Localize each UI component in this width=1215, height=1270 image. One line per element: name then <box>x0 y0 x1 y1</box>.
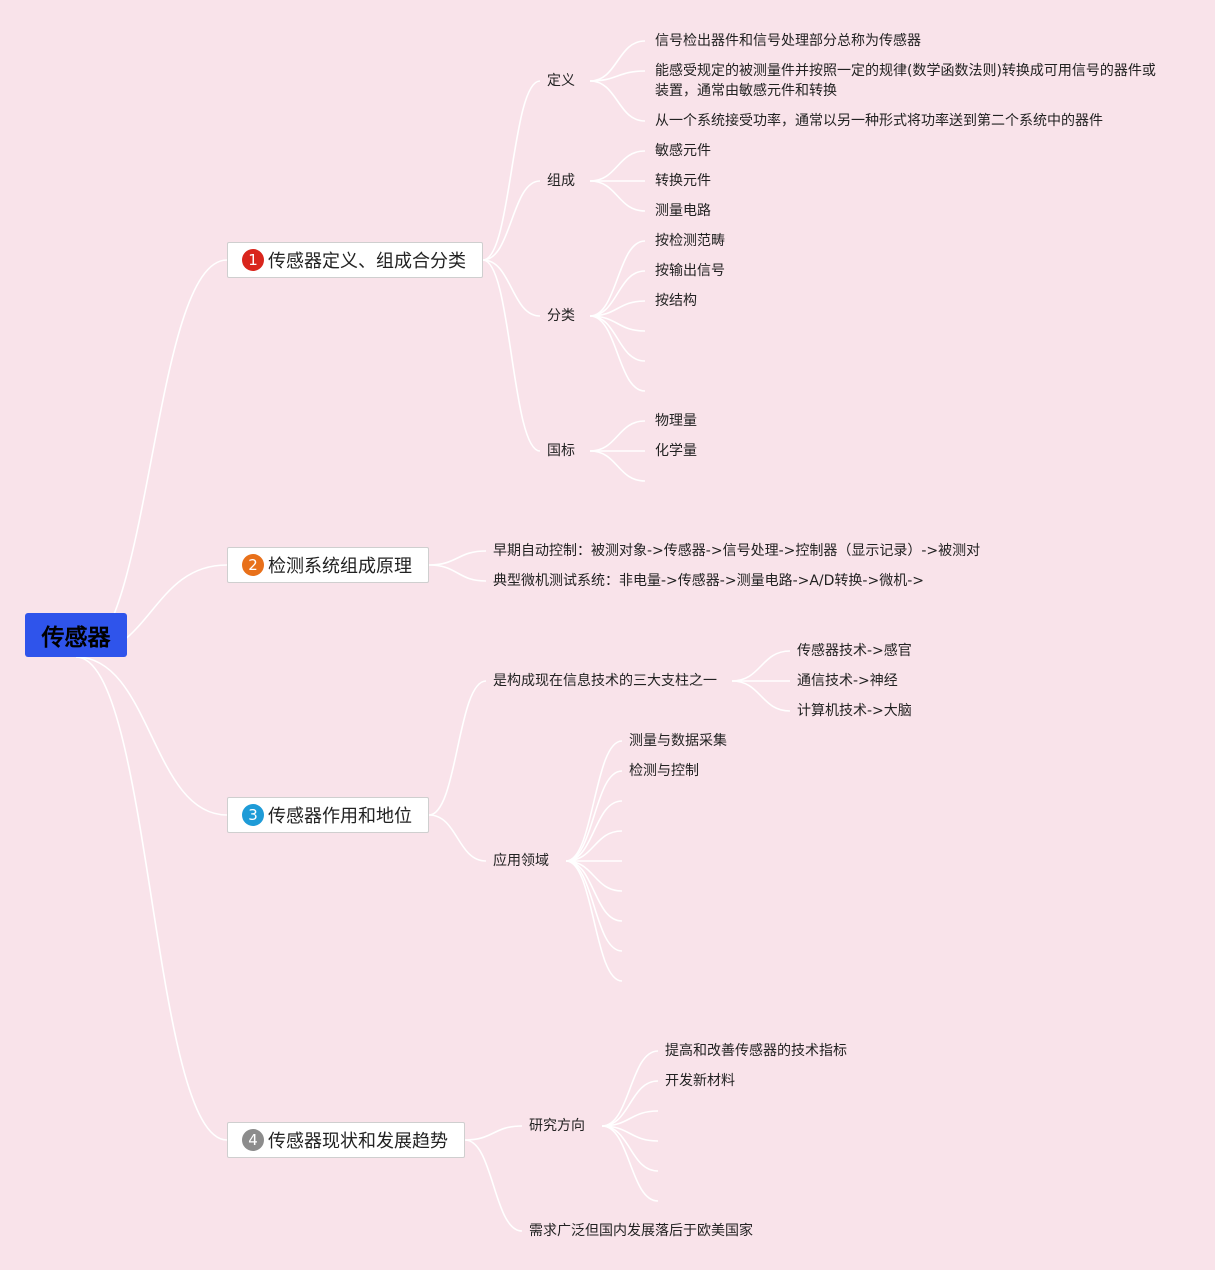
leaf-node[interactable]: 化学量 <box>655 443 697 459</box>
branch-role-position[interactable]: 3 传感器作用和地位 <box>227 797 429 833</box>
node-to-leaf-line <box>589 420 646 452</box>
node-classification[interactable]: 分类 <box>547 308 575 324</box>
branch-to-node-line <box>428 814 487 862</box>
node-three-pillars[interactable]: 是构成现在信息技术的三大支柱之一 <box>493 673 717 689</box>
branch-to-node-line <box>482 259 541 452</box>
node-to-leaf-line <box>589 240 646 317</box>
node-national-standard[interactable]: 国标 <box>547 443 575 459</box>
leaf-node[interactable]: 提高和改善传感器的技术指标 <box>665 1043 847 1059</box>
leaf-node[interactable]: 测量电路 <box>655 203 711 219</box>
branch-to-node-line <box>428 680 487 816</box>
branch-to-node-line <box>482 259 541 317</box>
root-to-branch-line <box>75 656 228 816</box>
number-badge-2: 2 <box>242 554 264 576</box>
node-to-leaf-line <box>565 860 623 922</box>
node-research-direction[interactable]: 研究方向 <box>529 1118 585 1134</box>
branch-label: 检测系统组成原理 <box>268 556 412 577</box>
node-to-leaf-line <box>601 1050 659 1127</box>
leaf-node[interactable]: 从一个系统接受功率，通常以另一种形式将功率送到第二个系统中的器件 <box>655 113 1103 129</box>
branch-to-node-line <box>428 564 487 582</box>
node-to-leaf-line <box>731 650 791 682</box>
branch-detection-system[interactable]: 2 检测系统组成原理 <box>227 547 429 583</box>
node-definition[interactable]: 定义 <box>547 73 575 89</box>
node-to-leaf-line <box>589 315 646 392</box>
number-badge-4: 4 <box>242 1129 264 1151</box>
node-to-leaf-line <box>601 1080 659 1127</box>
branch-to-node-line <box>482 180 541 261</box>
leaf-node[interactable]: 传感器技术->感官 <box>797 643 912 659</box>
branch-to-node-line <box>464 1139 523 1232</box>
node-to-leaf-line <box>589 180 646 212</box>
node-to-leaf-line <box>565 800 623 862</box>
leaf-node[interactable]: 计算机技术->大脑 <box>797 703 912 719</box>
leaf-node[interactable]: 检测与控制 <box>629 763 699 779</box>
leaf-node[interactable]: 能感受规定的被测量件并按照一定的规律(数学函数法则)转换成可用信号的器件或装置，… <box>655 63 1156 99</box>
node-to-leaf-line <box>565 860 623 952</box>
branch-definition[interactable]: 1 传感器定义、组成合分类 <box>227 242 483 278</box>
leaf-node[interactable]: 信号检出器件和信号处理部分总称为传感器 <box>655 33 921 49</box>
number-badge-3: 3 <box>242 804 264 826</box>
root-to-branch-line <box>75 656 228 1141</box>
node-to-leaf-line <box>589 80 646 122</box>
branch-label: 传感器定义、组成合分类 <box>268 251 466 272</box>
leaf-node[interactable]: 物理量 <box>655 413 697 429</box>
node-composition[interactable]: 组成 <box>547 173 575 189</box>
node-to-leaf-line <box>589 40 646 82</box>
node-to-leaf-line <box>589 270 646 317</box>
node-demand-gap[interactable]: 需求广泛但国内发展落后于欧美国家 <box>529 1223 753 1239</box>
branch-label: 传感器作用和地位 <box>268 806 412 827</box>
node-to-leaf-line <box>565 860 623 982</box>
number-badge-1: 1 <box>242 249 264 271</box>
leaf-node[interactable]: 按输出信号 <box>655 263 725 279</box>
node-to-leaf-line <box>589 150 646 182</box>
node-to-leaf-line <box>565 740 623 862</box>
node-to-leaf-line <box>589 450 646 482</box>
leaf-node[interactable]: 开发新材料 <box>665 1073 735 1089</box>
node-application-fields[interactable]: 应用领域 <box>493 853 549 869</box>
branch-label: 传感器现状和发展趋势 <box>268 1131 448 1152</box>
node-to-leaf-line <box>731 680 791 712</box>
node-to-leaf-line <box>565 830 623 862</box>
leaf-node[interactable]: 按结构 <box>655 293 697 309</box>
leaf-node[interactable]: 通信技术->神经 <box>797 673 898 689</box>
leaf-node[interactable]: 按检测范畴 <box>655 233 725 249</box>
branch-status-trend[interactable]: 4 传感器现状和发展趋势 <box>227 1122 465 1158</box>
root-to-branch-line <box>75 259 228 658</box>
root-node: 传感器 <box>25 613 127 657</box>
leaf-node[interactable]: 测量与数据采集 <box>629 733 727 749</box>
branch-to-node-line <box>464 1125 523 1141</box>
leaf-node[interactable]: 敏感元件 <box>655 143 711 159</box>
node-to-leaf-line <box>589 70 646 82</box>
leaf-node[interactable]: 典型微机测试系统：非电量->传感器->测量电路->A/D转换->微机-> <box>493 573 924 589</box>
leaf-node[interactable]: 转换元件 <box>655 173 711 189</box>
branch-to-node-line <box>482 80 541 261</box>
node-to-leaf-line <box>565 770 623 862</box>
node-to-leaf-line <box>601 1125 659 1202</box>
branch-to-node-line <box>428 550 487 566</box>
leaf-node[interactable]: 早期自动控制：被测对象->传感器->信号处理->控制器（显示记录）->被测对 <box>493 543 981 559</box>
